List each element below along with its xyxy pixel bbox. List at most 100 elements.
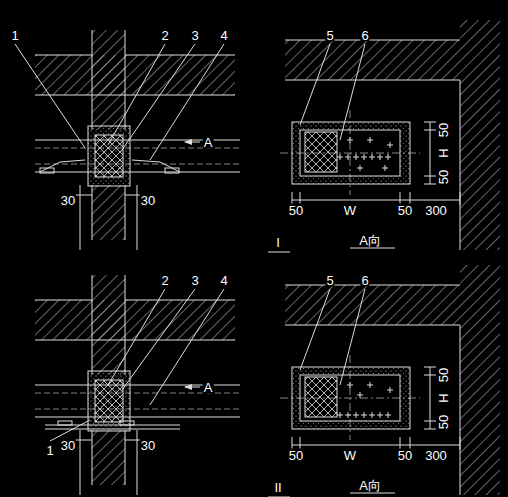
callout-label: A向 xyxy=(358,479,382,492)
line xyxy=(430,367,431,429)
line xyxy=(92,430,93,485)
line xyxy=(385,165,386,171)
leader-line xyxy=(122,44,195,150)
area xyxy=(460,265,500,495)
line xyxy=(125,430,126,485)
callout-label: 4 xyxy=(219,29,228,42)
line xyxy=(348,154,349,160)
area xyxy=(95,380,123,422)
callout-label: II xyxy=(273,481,282,494)
leader-line xyxy=(150,289,224,405)
area xyxy=(460,20,500,250)
line xyxy=(372,154,373,160)
line xyxy=(285,80,460,81)
callout-label: 50 xyxy=(437,169,450,185)
area xyxy=(92,275,125,375)
line xyxy=(348,412,349,418)
callout-label: 6 xyxy=(360,274,369,287)
line xyxy=(268,252,290,253)
callout-label: I xyxy=(275,236,281,249)
area xyxy=(120,421,134,425)
line xyxy=(125,55,235,56)
callout-label: H xyxy=(437,392,450,403)
callout-label: 6 xyxy=(360,29,369,42)
callout-label: 3 xyxy=(190,274,199,287)
line xyxy=(35,409,240,410)
line xyxy=(35,300,92,301)
line xyxy=(340,412,341,418)
callout-label: 50 xyxy=(397,204,413,217)
callout-label: H xyxy=(437,147,450,158)
callout-label: 30 xyxy=(140,194,156,207)
line xyxy=(388,412,389,418)
line xyxy=(285,40,460,41)
area xyxy=(92,430,125,485)
callout-label: 50 xyxy=(288,449,304,462)
line xyxy=(350,248,395,249)
line xyxy=(370,137,371,143)
callout-label: 30 xyxy=(60,439,76,452)
leader-line xyxy=(122,289,195,390)
leader-line xyxy=(300,44,330,125)
line xyxy=(360,165,361,171)
line xyxy=(460,437,461,450)
callout-label: 50 xyxy=(288,204,304,217)
area xyxy=(165,168,179,173)
line xyxy=(92,275,93,375)
line xyxy=(350,493,395,494)
leader-line xyxy=(300,289,330,370)
line xyxy=(356,154,357,160)
callout-label: 4 xyxy=(219,274,228,287)
area xyxy=(88,371,130,431)
callout-label: 2 xyxy=(160,29,169,42)
area xyxy=(35,300,235,340)
line xyxy=(125,440,140,441)
callout-label: 50 xyxy=(437,367,450,383)
line xyxy=(424,122,436,123)
line xyxy=(35,417,240,418)
line xyxy=(424,367,436,368)
line xyxy=(380,154,381,160)
line xyxy=(125,300,235,301)
leader-line xyxy=(108,44,165,145)
callout-label: 50 xyxy=(437,414,450,430)
line xyxy=(285,285,460,286)
area xyxy=(40,168,54,173)
line xyxy=(35,172,240,173)
line xyxy=(370,382,371,388)
area xyxy=(88,126,130,186)
line xyxy=(35,164,240,165)
line xyxy=(364,412,365,418)
area xyxy=(92,185,125,240)
line xyxy=(35,55,92,56)
line xyxy=(424,421,436,422)
area xyxy=(92,30,125,130)
line xyxy=(356,412,357,418)
line xyxy=(350,110,351,195)
line xyxy=(92,185,93,240)
line xyxy=(125,195,140,196)
area xyxy=(285,40,460,80)
leader-line xyxy=(150,44,224,160)
callout-label: 50 xyxy=(437,122,450,138)
callout-label: A xyxy=(203,136,214,149)
callout-label: 50 xyxy=(397,449,413,462)
line xyxy=(125,185,126,240)
line xyxy=(92,30,93,130)
line xyxy=(430,122,431,184)
callout-label: 300 xyxy=(424,449,448,462)
line xyxy=(460,192,461,205)
area xyxy=(285,285,460,325)
callout-label: 1 xyxy=(45,444,54,457)
line xyxy=(388,154,389,160)
area xyxy=(95,135,123,177)
line xyxy=(390,142,391,148)
callout-label: 5 xyxy=(325,274,334,287)
line xyxy=(424,184,436,185)
line xyxy=(125,275,126,375)
area xyxy=(58,421,72,425)
leader-line xyxy=(340,44,365,140)
callout-label: 30 xyxy=(60,194,76,207)
line xyxy=(292,445,460,446)
leader-line xyxy=(340,289,365,385)
